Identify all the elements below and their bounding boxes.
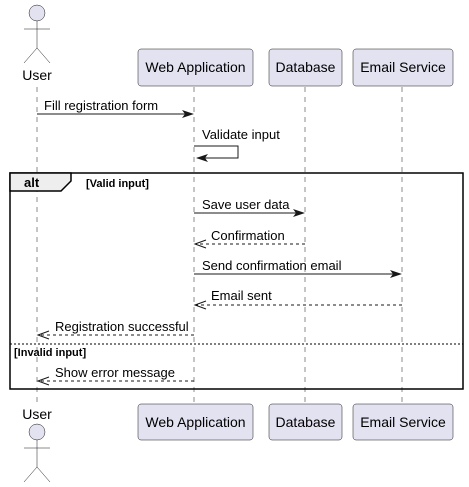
message-show-error-message: Show error message — [36, 365, 194, 386]
message-email-sent: Email sent — [193, 288, 402, 310]
arrowhead — [293, 209, 305, 217]
arrowhead — [36, 330, 50, 340]
participant-box — [352, 48, 454, 87]
message-label: Registration successful — [55, 319, 189, 334]
actor-leg-left — [23, 466, 38, 483]
actor-leg-right — [36, 47, 51, 64]
message-label: Show error message — [55, 365, 175, 380]
participant-database-bottom: Database — [268, 403, 343, 441]
arrowhead — [193, 300, 207, 310]
message-label: Send confirmation email — [202, 258, 342, 273]
message-fill-registration-form: Fill registration form — [37, 98, 194, 118]
participant-box — [352, 403, 454, 441]
arrowhead — [36, 376, 50, 386]
participant-box — [137, 403, 254, 441]
participant-web-application-top: Web Application — [137, 48, 254, 87]
message-validate-input: Validate input — [194, 127, 280, 162]
arrowhead — [196, 154, 208, 162]
participant-label-web-application: Web Application — [145, 59, 245, 75]
message-send-confirmation-email: Send confirmation email — [194, 258, 402, 278]
participant-email-service-top: Email Service — [352, 48, 454, 87]
participant-box — [137, 48, 254, 87]
actor-head — [28, 4, 46, 22]
message-registration-successful: Registration successful — [36, 319, 194, 340]
participant-database-top: Database — [268, 48, 343, 87]
alt-tab — [9, 172, 72, 192]
message-label: Email sent — [211, 288, 272, 303]
participant-box — [268, 403, 343, 441]
participant-label-user-bottom: User — [22, 406, 52, 422]
actor-user-top: User — [22, 4, 52, 83]
message-save-user-data: Save user data — [194, 197, 305, 217]
participant-web-application-bottom: Web Application — [137, 403, 254, 441]
actor-user-bottom: User — [22, 406, 52, 483]
arrowhead — [193, 239, 207, 249]
participant-label-web-application-bottom: Web Application — [145, 414, 245, 430]
message-confirmation: Confirmation — [193, 228, 305, 249]
message-label: Confirmation — [211, 228, 285, 243]
alt-frame-border — [9, 172, 464, 390]
actor-leg-right — [36, 466, 51, 483]
participant-label-database: Database — [276, 59, 336, 75]
message-label: Save user data — [202, 197, 290, 212]
participant-label-user: User — [22, 67, 52, 83]
alt-guard-invalid-input: [Invalid input] — [14, 347, 86, 359]
actor-head — [28, 423, 46, 441]
message-line — [194, 145, 239, 159]
alt-guard-valid-input: [Valid input] — [86, 178, 149, 190]
arrowhead — [182, 110, 194, 118]
arrowhead — [390, 270, 402, 278]
message-label: Validate input — [202, 127, 280, 142]
alt-frame: alt [Valid input] [Invalid input] — [9, 172, 464, 390]
participant-label-email-service-bottom: Email Service — [360, 414, 446, 430]
actor-leg-left — [23, 47, 38, 64]
participant-email-service-bottom: Email Service — [352, 403, 454, 441]
participant-label-email-service: Email Service — [360, 59, 446, 75]
message-label: Fill registration form — [44, 98, 158, 113]
alt-keyword: alt — [24, 175, 40, 190]
participant-box — [268, 48, 343, 87]
participant-label-database-bottom: Database — [276, 414, 336, 430]
